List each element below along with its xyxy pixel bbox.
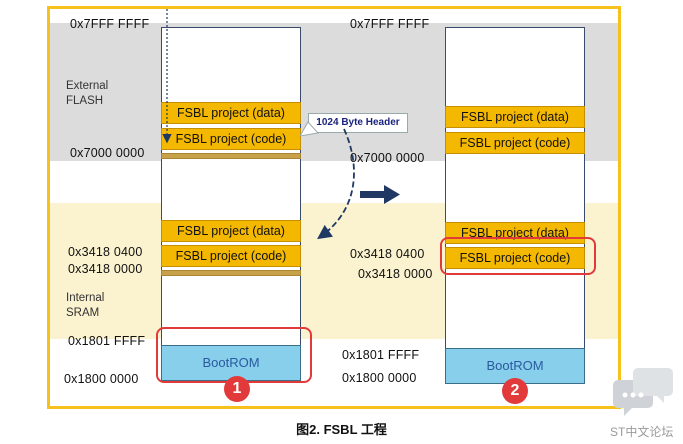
copy-curved-arrow — [317, 128, 355, 240]
right-addr-flash-top: 0x7FFF FFFF — [350, 17, 430, 31]
right-sram-code-highlight — [440, 237, 596, 275]
header-callout-label: 1024 Byte Header — [308, 113, 408, 133]
right-addr-rom-top: 0x1801 FFFF — [342, 348, 420, 362]
left-addr-sram-a: 0x3418 0400 — [68, 245, 143, 259]
external-flash-label: External FLASH — [66, 80, 109, 107]
right-arrow-icon — [360, 185, 400, 204]
right-flash-fsbl-code: FSBL project (code) — [445, 132, 585, 154]
chat-bubbles-icon — [612, 366, 674, 438]
diagram-frame: External FLASH Internal SRAM 0x7FFF FFFF… — [47, 6, 621, 409]
figure-caption: 图2. FSBL 工程 — [296, 422, 387, 437]
left-addr-flash-top: 0x7FFF FFFF — [70, 17, 150, 31]
right-memory-map: FSBL project (data) FSBL project (code) … — [445, 27, 585, 384]
left-sram-fsbl-data: FSBL project (data) — [161, 220, 301, 242]
step-badge-2: 2 — [502, 378, 528, 404]
left-sram-header-strip — [161, 270, 301, 276]
left-flash-header-strip — [161, 153, 301, 159]
left-addr-sram-b: 0x3418 0000 — [68, 262, 143, 276]
left-addr-rom-top: 0x1801 FFFF — [68, 334, 146, 348]
step-badge-1: 1 — [224, 376, 250, 402]
right-addr-sram-a: 0x3418 0400 — [350, 247, 425, 261]
right-addr-flash-base: 0x7000 0000 — [350, 151, 425, 165]
right-sram-fsbl-code: FSBL project (code) — [445, 247, 585, 269]
callout-pointer — [299, 121, 319, 137]
left-addr-rom-base: 0x1800 0000 — [64, 372, 139, 386]
internal-sram-label: Internal SRAM — [66, 292, 105, 319]
right-addr-sram-b: 0x3418 0000 — [358, 267, 433, 281]
left-flash-fsbl-data: FSBL project (data) — [161, 102, 301, 124]
left-flash-fsbl-code: FSBL project (code) — [161, 128, 301, 150]
diagram-arrows — [162, 9, 400, 240]
left-bootrom: BootROM — [161, 345, 301, 381]
right-flash-fsbl-data: FSBL project (data) — [445, 106, 585, 128]
watermark-text: ST中文论坛 — [610, 425, 674, 439]
right-addr-rom-base: 0x1800 0000 — [342, 371, 417, 385]
left-sram-fsbl-code: FSBL project (code) — [161, 245, 301, 267]
left-addr-flash-base: 0x7000 0000 — [70, 146, 145, 160]
left-memory-map: FSBL project (data) FSBL project (code) … — [161, 27, 301, 382]
